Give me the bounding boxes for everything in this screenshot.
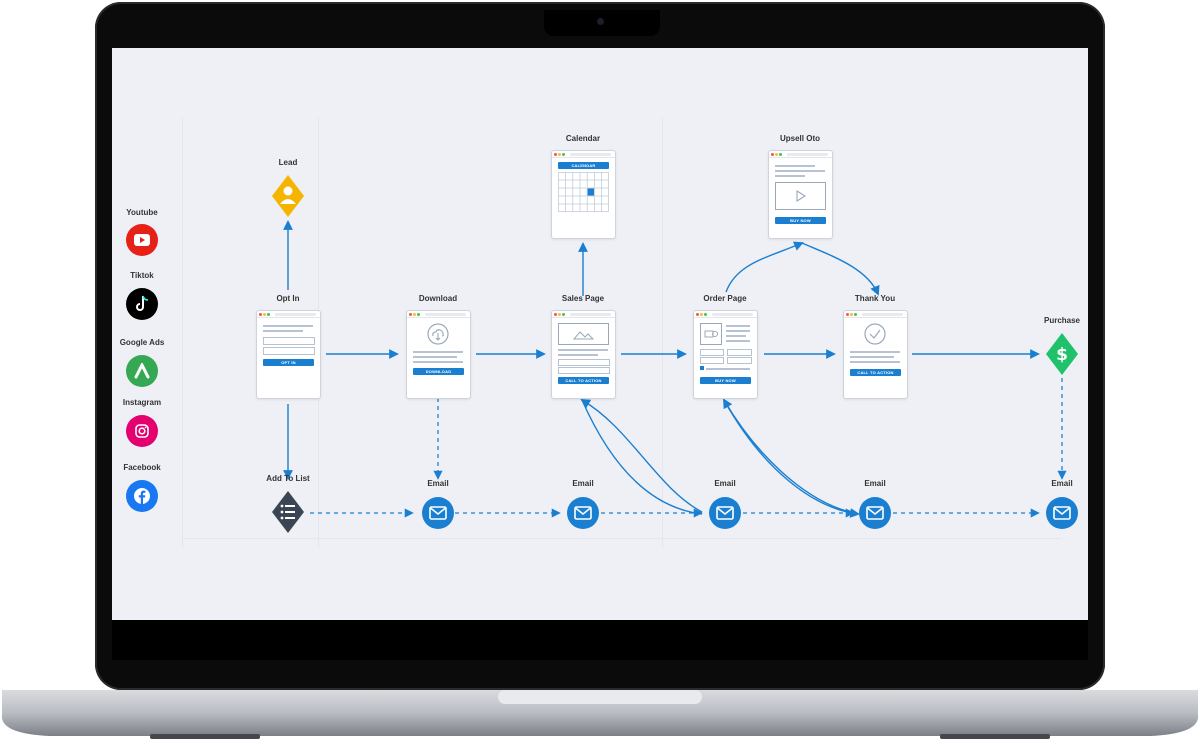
opt-in-button[interactable]: OPT IN: [263, 359, 314, 366]
add-to-list-icon[interactable]: [270, 490, 306, 534]
product-image-icon: [700, 323, 722, 345]
download-label: Download: [418, 294, 458, 303]
opt-in-page-card[interactable]: OPT IN: [256, 310, 321, 399]
email-icon[interactable]: [1046, 497, 1078, 529]
calendar-page-card[interactable]: CALENDAR: [551, 150, 616, 239]
source-label-youtube: Youtube: [126, 208, 158, 217]
purchase-dollar-icon[interactable]: $: [1044, 332, 1080, 376]
sales-page-card[interactable]: CALL TO ACTION: [551, 310, 616, 399]
upsell-label: Upsell Oto: [779, 134, 820, 143]
add-to-list-label: Add To List: [266, 474, 310, 483]
calendar-grid: [558, 172, 609, 212]
download-cloud-icon: [427, 323, 449, 345]
facebook-icon[interactable]: [126, 480, 158, 512]
instagram-icon[interactable]: [126, 415, 158, 447]
checkmark-icon: [864, 323, 886, 345]
email-label-5: Email: [1051, 479, 1073, 488]
video-play-icon: [775, 182, 826, 210]
lead-label: Lead: [278, 158, 298, 167]
youtube-icon[interactable]: [126, 224, 158, 256]
thank-you-cta-button[interactable]: CALL TO ACTION: [850, 369, 901, 376]
email-label-1: Email: [427, 479, 449, 488]
funnel-canvas: Youtube Tiktok Google Ads Instagram Face…: [112, 48, 1088, 620]
svg-text:$: $: [1056, 345, 1068, 365]
calendar-label: Calendar: [565, 134, 601, 143]
upsell-page-card[interactable]: BUY NOW: [768, 150, 833, 239]
opt-in-label: Opt In: [276, 294, 300, 303]
screen-bezel-bottom: [112, 620, 1088, 660]
email-icon[interactable]: [567, 497, 599, 529]
purchase-label: Purchase: [1043, 316, 1081, 325]
calendar-header: CALENDAR: [558, 162, 609, 169]
source-label-facebook: Facebook: [123, 463, 161, 472]
source-label-google-ads: Google Ads: [119, 338, 165, 347]
order-page-label: Order Page: [703, 294, 747, 303]
upsell-buy-button[interactable]: BUY NOW: [775, 217, 826, 224]
laptop-base: [2, 690, 1198, 739]
email-label-2: Email: [572, 479, 594, 488]
source-label-tiktok: Tiktok: [130, 271, 154, 280]
tiktok-icon[interactable]: [126, 288, 158, 320]
download-button[interactable]: DOWNLOAD: [413, 368, 464, 375]
connector-layer: [283, 220, 1067, 518]
source-label-instagram: Instagram: [122, 398, 162, 407]
order-buy-button[interactable]: BUY NOW: [700, 377, 751, 384]
email-icon[interactable]: [859, 497, 891, 529]
order-page-card[interactable]: BUY NOW: [693, 310, 758, 399]
lead-icon[interactable]: [270, 174, 306, 218]
email-icon[interactable]: [709, 497, 741, 529]
email-label-4: Email: [864, 479, 886, 488]
email-label-3: Email: [714, 479, 736, 488]
image-placeholder-icon: [558, 323, 609, 345]
google-ads-icon[interactable]: [126, 355, 158, 387]
camera-icon: [597, 18, 604, 25]
thank-you-page-card[interactable]: CALL TO ACTION: [843, 310, 908, 399]
email-icon[interactable]: [422, 497, 454, 529]
trackpad-notch: [498, 690, 702, 704]
download-page-card[interactable]: DOWNLOAD: [406, 310, 471, 399]
thank-you-label: Thank You: [854, 294, 896, 303]
sales-page-label: Sales Page: [561, 294, 605, 303]
sales-cta-button[interactable]: CALL TO ACTION: [558, 377, 609, 384]
